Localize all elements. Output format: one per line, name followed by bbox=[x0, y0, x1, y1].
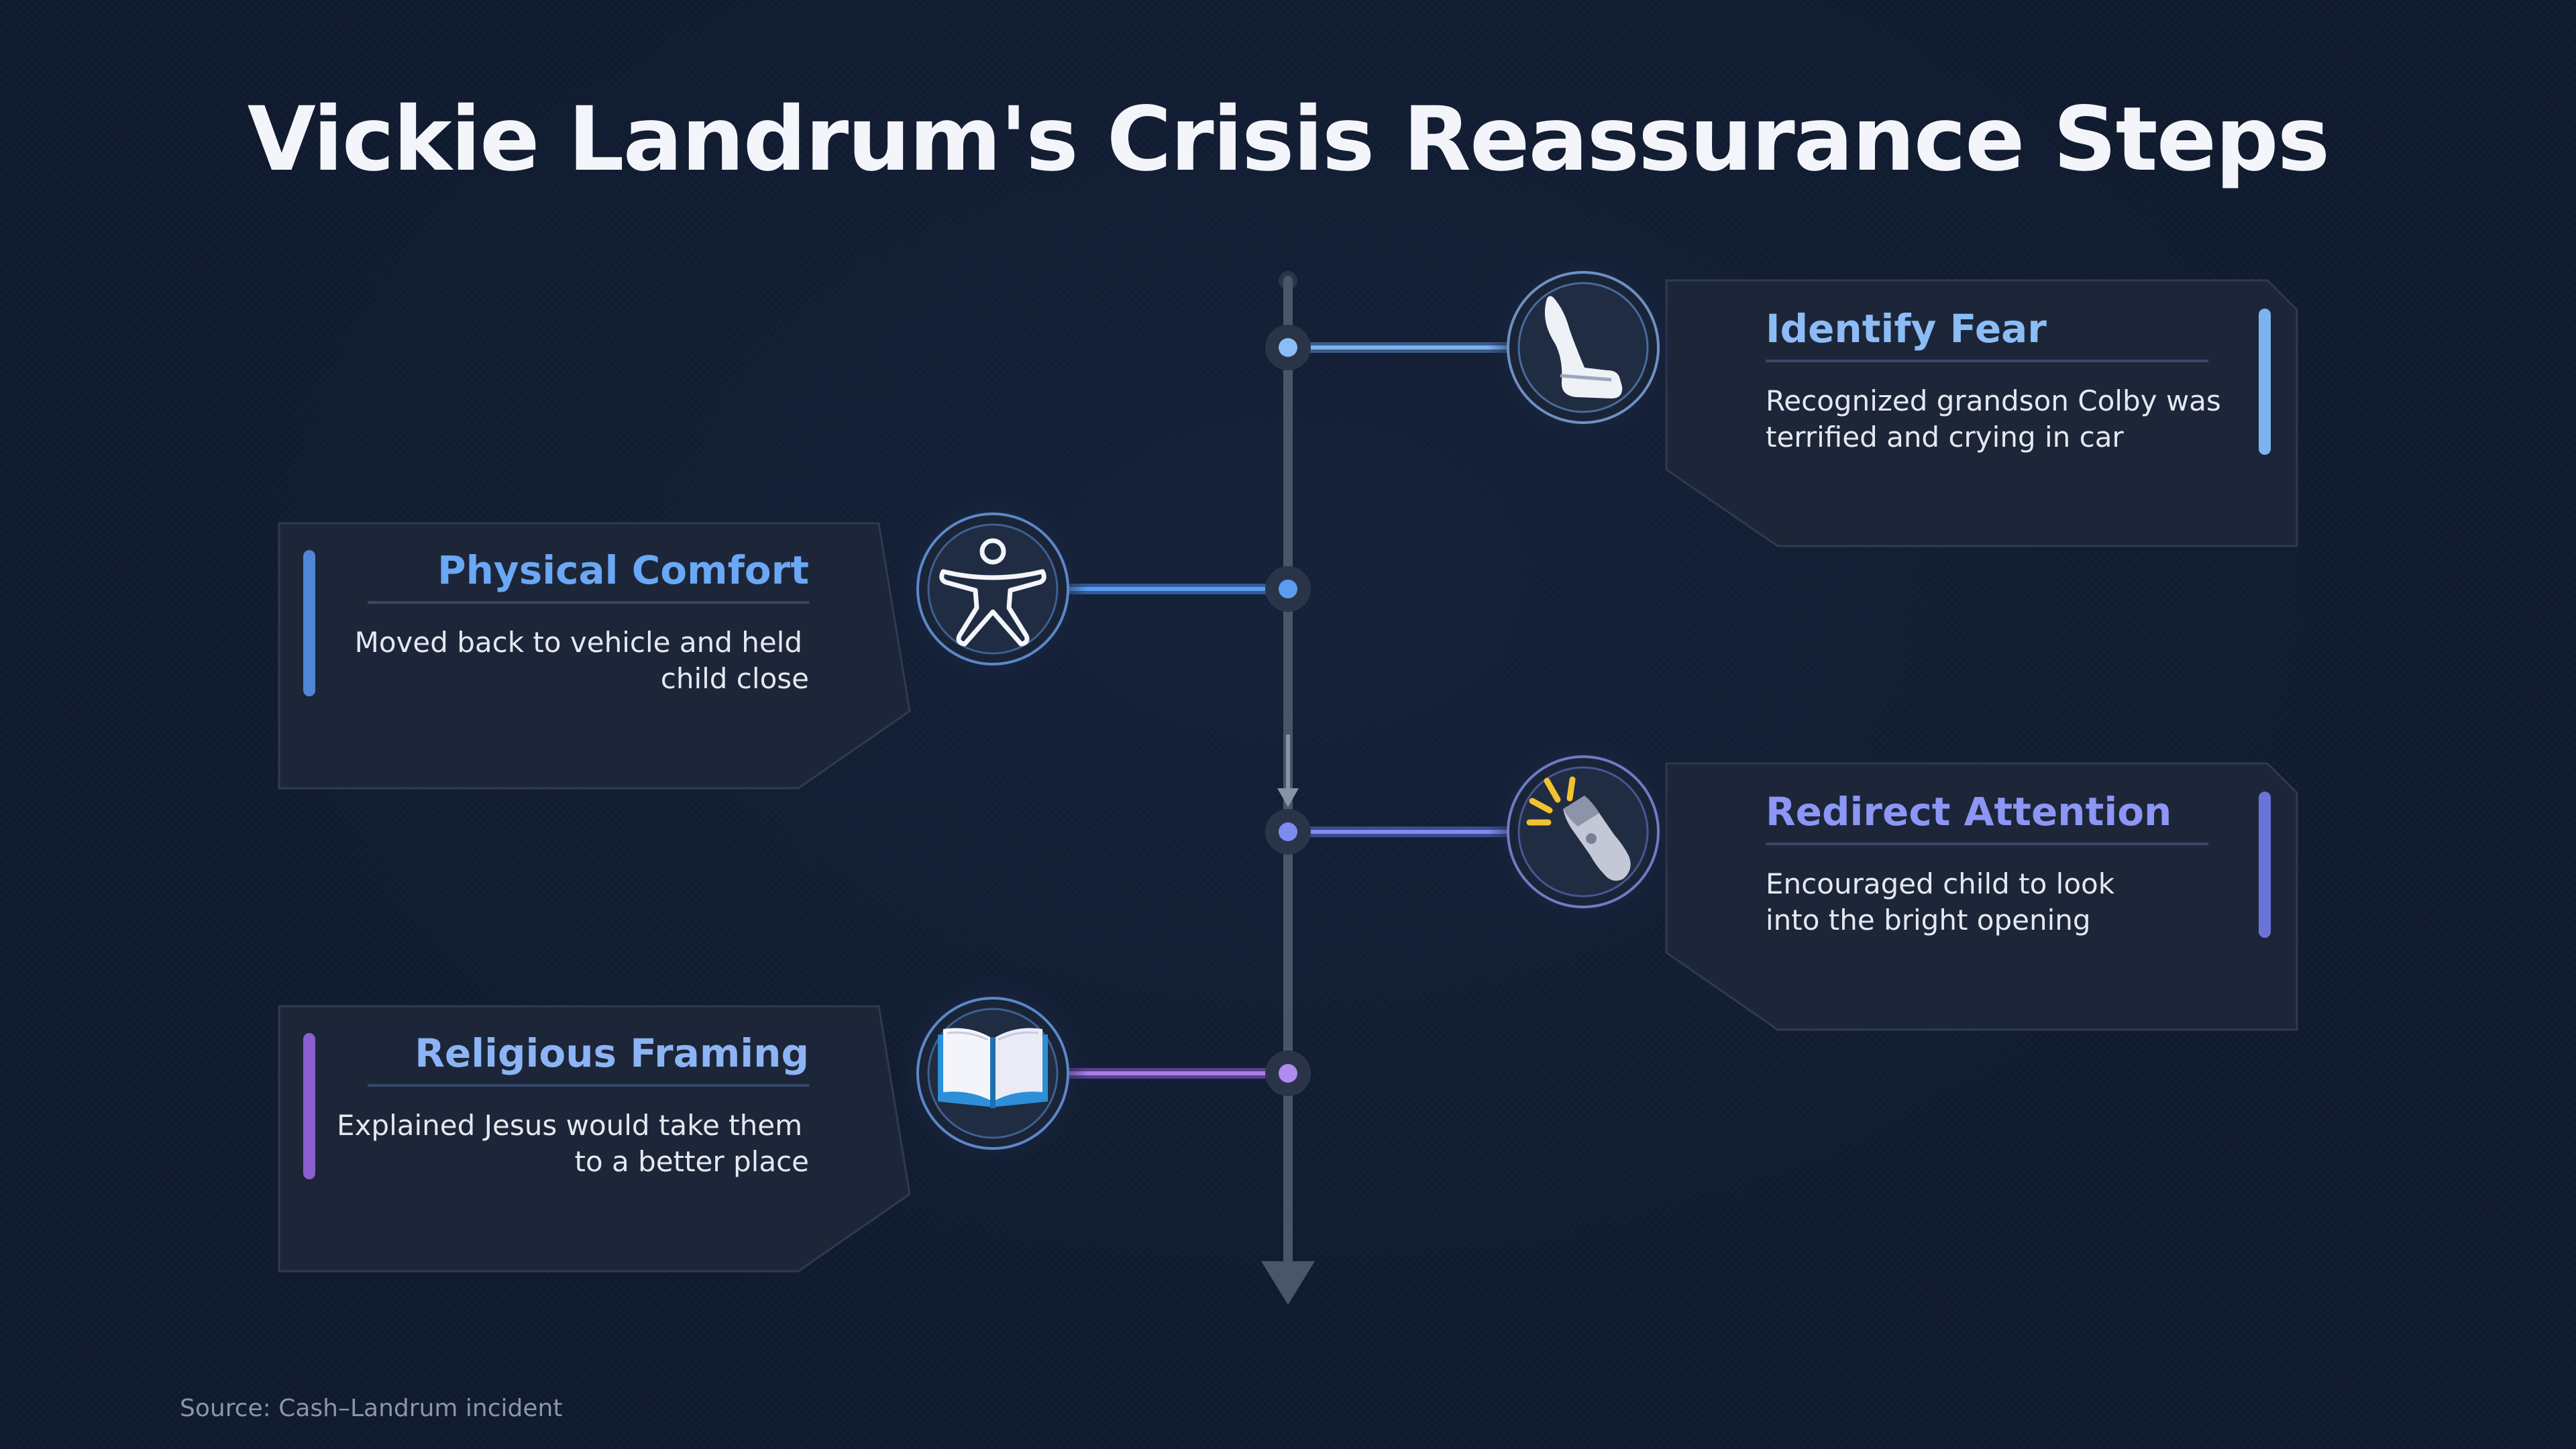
page-title: Vickie Landrum's Crisis Reassurance Step… bbox=[247, 88, 2330, 191]
card-accent-bar bbox=[303, 1033, 315, 1179]
step-desc-line-2: terrified and crying in car bbox=[1766, 421, 2124, 453]
source-note: Source: Cash–Landrum incident bbox=[180, 1395, 563, 1422]
step-desc-line-1: Recognized grandson Colby was bbox=[1766, 384, 2221, 417]
open-book-icon bbox=[938, 1028, 1048, 1108]
step-card bbox=[278, 1005, 911, 1273]
icon-ring-inner bbox=[927, 523, 1059, 655]
step-title: Redirect Attention bbox=[1766, 789, 2171, 835]
step-physical-comfort: Physical Comfort Moved back to vehicle a… bbox=[278, 494, 1311, 790]
step-title: Religious Framing bbox=[415, 1030, 809, 1076]
card-accent-bar bbox=[2259, 792, 2271, 938]
accessibility-person-icon bbox=[939, 538, 1046, 647]
timeline-end-arrow bbox=[1261, 1261, 1315, 1305]
step-identify-fear: Identify Fear Recognized grandson Colby … bbox=[1265, 252, 2298, 547]
timeline-node-dot bbox=[1279, 580, 1297, 598]
step-card bbox=[1665, 279, 2298, 547]
step-title: Identify Fear bbox=[1766, 306, 2047, 352]
timeline-flow-arrow bbox=[1277, 788, 1299, 807]
step-card bbox=[1665, 762, 2298, 1031]
step-title: Physical Comfort bbox=[437, 547, 809, 593]
step-religious-framing: Religious Framing Explained Jesus would … bbox=[278, 978, 1311, 1273]
timeline-node-dot bbox=[1279, 338, 1297, 357]
step-desc-line-1: Explained Jesus would take them bbox=[337, 1109, 802, 1142]
step-desc-line-1: Moved back to vehicle and held bbox=[355, 626, 802, 659]
step-redirect-attention: Redirect Attention Encouraged child to l… bbox=[1265, 737, 2298, 1031]
card-accent-bar bbox=[303, 550, 315, 696]
timeline-spine bbox=[1261, 271, 1315, 1305]
timeline-node-dot bbox=[1279, 1064, 1297, 1083]
card-accent-bar bbox=[2259, 309, 2271, 455]
timeline-node-dot bbox=[1279, 822, 1297, 841]
car-seat-icon bbox=[1544, 296, 1623, 398]
step-desc-line-2: child close bbox=[661, 662, 809, 695]
step-card bbox=[278, 522, 911, 790]
step-desc-line-2: into the bright opening bbox=[1766, 904, 2091, 936]
step-desc-line-1: Encouraged child to look bbox=[1766, 867, 2115, 900]
step-desc-line-2: to a better place bbox=[575, 1145, 810, 1178]
flashlight-icon bbox=[1526, 776, 1631, 881]
